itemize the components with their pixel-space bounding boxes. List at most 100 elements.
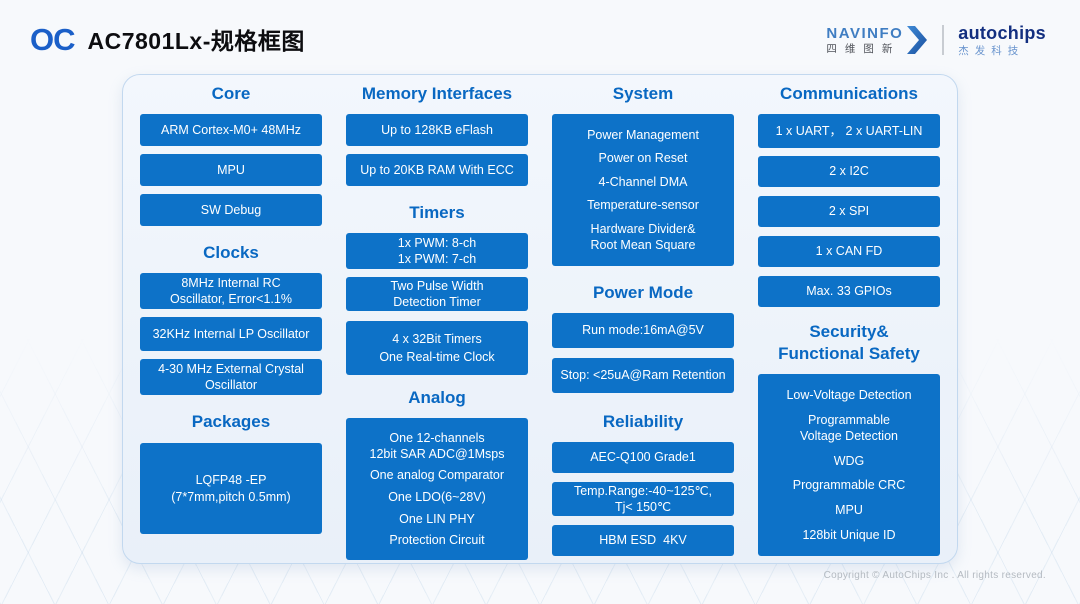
spec-row: One LIN PHY — [399, 511, 475, 527]
spec-row: Power Management — [587, 127, 699, 143]
spec-row: Low-Voltage Detection — [786, 387, 911, 403]
spec-block: 2 x I2C — [758, 156, 940, 187]
spec-line: Hardware Divider& — [590, 221, 696, 236]
spec-line: MPU — [835, 502, 863, 517]
spec-block: SW Debug — [140, 194, 322, 226]
spec-line: Temperature-sensor — [587, 198, 699, 213]
spec-line: Voltage Detection — [800, 429, 898, 444]
spec-line: (7*7mm,pitch 0.5mm) — [171, 489, 291, 504]
spec-line: WDG — [833, 453, 865, 468]
spec-line: Run mode:16mA@5V — [582, 323, 704, 338]
spec-line: Programmable CRC — [792, 478, 906, 493]
spec-row: One 12-channels 12bit SAR ADC@1Msps — [370, 430, 505, 463]
section-title-line: Security& — [809, 322, 889, 341]
spec-line: Programmable — [808, 412, 890, 427]
spec-block: Max. 33 GPIOs — [758, 276, 940, 307]
spec-row: Power on Reset — [599, 150, 688, 166]
spec-row: MPU — [835, 502, 863, 518]
spec-block: Temp.Range:-40~125℃, Tj< 150℃ — [552, 482, 734, 516]
spec-line: 2 x SPI — [828, 204, 870, 219]
spec-block: Power Management Power on Reset 4-Channe… — [552, 114, 734, 266]
spec-line: Stop: <25uA@Ram Retention — [560, 368, 726, 383]
spec-line: Power Management — [587, 127, 699, 142]
spec-line: 128bit Unique ID — [802, 527, 896, 542]
spec-line: Up to 128KB eFlash — [381, 122, 493, 137]
spec-block: ARM Cortex-M0+ 48MHz — [140, 114, 322, 146]
spec-row: Hardware Divider& Root Mean Square — [591, 221, 696, 254]
copyright: Copyright © AutoChips Inc . All rights r… — [823, 570, 1046, 581]
spec-block: Two Pulse Width Detection Timer — [346, 277, 528, 311]
column-memory-timers-analog: Memory Interfaces Up to 128KB eFlash Up … — [346, 75, 528, 563]
section-title-core: Core — [211, 84, 251, 103]
spec-row: 4-Channel DMA — [599, 174, 688, 190]
spec-block: 1 x CAN FD — [758, 236, 940, 267]
spec-panel: Core ARM Cortex-M0+ 48MHz MPU SW Debug C… — [122, 74, 958, 564]
header-left: OC AC7801Lx-规格框图 — [30, 22, 305, 56]
column-system-power-reliability: System Power Management Power on Reset 4… — [552, 75, 734, 563]
spec-line: One Real-time Clock — [379, 349, 495, 364]
spec-row: Temperature-sensor — [587, 197, 699, 213]
section-title-power-mode: Power Mode — [592, 283, 694, 302]
spec-line: HBM ESD 4KV — [599, 533, 687, 548]
spec-line: LQFP48 -EP — [195, 473, 267, 488]
spec-line: 1 x CAN FD — [815, 244, 883, 259]
spec-row: WDG — [834, 453, 865, 469]
spec-line: One LIN PHY — [399, 511, 475, 526]
spec-line: Max. 33 GPIOs — [806, 284, 892, 299]
spec-line: Detection Timer — [393, 295, 481, 309]
spec-line: Low-Voltage Detection — [786, 388, 912, 403]
spec-row: Programmable CRC — [793, 477, 906, 493]
section-title-system: System — [612, 84, 674, 103]
spec-block: Stop: <25uA@Ram Retention — [552, 358, 734, 393]
spec-block: One 12-channels 12bit SAR ADC@1Msps One … — [346, 418, 528, 560]
spec-row: 4 x 32Bit Timers — [392, 331, 482, 347]
spec-line: One LDO(6~28V) — [388, 489, 486, 504]
spec-block: Run mode:16mA@5V — [552, 313, 734, 348]
spec-row: One analog Comparator — [370, 467, 504, 483]
spec-row: One Real-time Clock — [379, 349, 494, 365]
section-title-timers: Timers — [409, 203, 465, 222]
spec-row: One LDO(6~28V) — [388, 489, 486, 505]
spec-line: 4 x 32Bit Timers — [392, 331, 482, 346]
spec-line: ARM Cortex-M0+ 48MHz — [161, 122, 301, 137]
spec-line: Power on Reset — [598, 151, 688, 166]
spec-block: Up to 20KB RAM With ECC — [346, 154, 528, 186]
spec-line: 12bit SAR ADC@1Msps — [369, 446, 505, 461]
spec-block: LQFP48 -EP (7*7mm,pitch 0.5mm) — [140, 443, 322, 534]
spec-block: HBM ESD 4KV — [552, 525, 734, 556]
spec-block: 4-30 MHz External Crystal Oscillator — [140, 359, 322, 395]
spec-line: 1 x UART， 2 x UART-LIN — [775, 123, 923, 138]
spec-line: Tj< 150℃ — [614, 500, 672, 514]
autochips-chinese-name: 杰发科技 — [958, 45, 1025, 57]
spec-row: Programmable Voltage Detection — [800, 412, 898, 445]
spec-line: AEC-Q100 Grade1 — [590, 450, 696, 465]
navinfo-name: NAVINFO — [826, 25, 904, 42]
spec-line: 1x PWM: 7-ch — [397, 252, 477, 266]
spec-block: AEC-Q100 Grade1 — [552, 442, 734, 473]
page-title: AC7801Lx-规格框图 — [87, 28, 305, 54]
section-title-line: Functional Safety — [778, 344, 920, 363]
spec-line: One analog Comparator — [369, 468, 505, 483]
spec-block: Low-Voltage Detection Programmable Volta… — [758, 374, 940, 556]
section-title-packages: Packages — [191, 412, 271, 431]
autochips-logo: autochips 杰发科技 — [958, 24, 1046, 57]
navinfo-chinese-name: 四维图新 — [826, 43, 901, 55]
spec-line: Oscillator, Error<1.1% — [170, 292, 292, 306]
spec-line: 1x PWM: 8-ch — [397, 235, 477, 250]
spec-line: Two Pulse Width — [390, 278, 484, 293]
autochips-oc-logo-icon: OC — [30, 21, 75, 57]
spec-line: Up to 20KB RAM With ECC — [360, 162, 514, 177]
spec-line: Temp.Range:-40~125℃, — [573, 483, 713, 498]
spec-block: 2 x SPI — [758, 196, 940, 227]
column-core-clocks-packages: Core ARM Cortex-M0+ 48MHz MPU SW Debug C… — [140, 75, 322, 563]
spec-block: Up to 128KB eFlash — [346, 114, 528, 146]
spec-line: 8MHz Internal RC — [181, 275, 281, 290]
spec-row: 128bit Unique ID — [802, 527, 895, 543]
section-title-security-functional-safety: Security& Functional Safety — [758, 321, 940, 365]
section-title-reliability: Reliability — [602, 412, 684, 431]
logo-divider — [942, 25, 945, 56]
spec-row: Protection Circuit — [389, 532, 484, 548]
spec-block: 32KHz Internal LP Oscillator — [140, 317, 322, 351]
spec-line: 4-30 MHz External Crystal — [158, 361, 304, 376]
navinfo-logo: NAVINFO 四维图新 — [826, 24, 928, 56]
